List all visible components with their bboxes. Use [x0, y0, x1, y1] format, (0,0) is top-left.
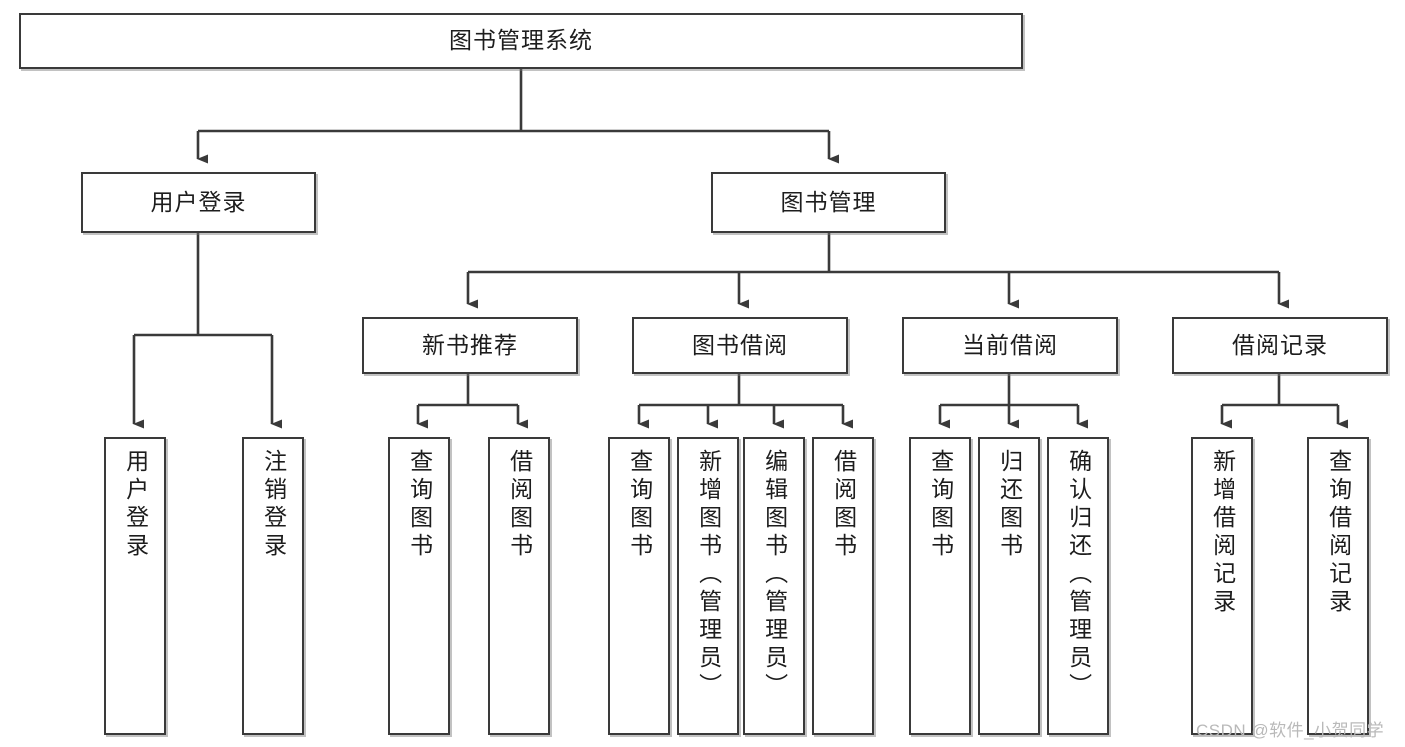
- node-borrow-record-label: 借阅记录: [1232, 331, 1328, 358]
- node-leaf-confirm-return-label: 确认归还（管理员）: [1065, 449, 1092, 701]
- node-book-management[interactable]: 图书管理: [711, 172, 946, 233]
- node-leaf-user-login[interactable]: 用户登录: [104, 437, 166, 735]
- node-leaf-user-logout[interactable]: 注销登录: [242, 437, 304, 735]
- node-leaf-query-book-3-label: 查询图书: [927, 449, 954, 561]
- node-leaf-borrow-book-1-label: 借阅图书: [506, 449, 533, 561]
- node-leaf-add-record[interactable]: 新增借阅记录: [1191, 437, 1253, 735]
- node-leaf-return-book-label: 归还图书: [996, 449, 1023, 561]
- node-leaf-query-record[interactable]: 查询借阅记录: [1307, 437, 1369, 735]
- node-leaf-add-book-label: 新增图书（管理员）: [695, 449, 722, 701]
- node-leaf-add-book[interactable]: 新增图书（管理员）: [677, 437, 739, 735]
- node-leaf-borrow-book-2-label: 借阅图书: [830, 449, 857, 561]
- node-book-borrow-label: 图书借阅: [692, 331, 788, 358]
- node-leaf-query-book-1[interactable]: 查询图书: [388, 437, 450, 735]
- node-leaf-user-login-label: 用户登录: [122, 449, 149, 561]
- node-user-login-label: 用户登录: [150, 188, 247, 215]
- node-leaf-add-record-label: 新增借阅记录: [1209, 449, 1236, 617]
- node-leaf-query-book-2-label: 查询图书: [626, 449, 653, 561]
- node-new-book-recommend-label: 新书推荐: [422, 331, 518, 358]
- node-leaf-return-book[interactable]: 归还图书: [978, 437, 1040, 735]
- node-book-management-label: 图书管理: [780, 188, 877, 215]
- node-leaf-borrow-book-1[interactable]: 借阅图书: [488, 437, 550, 735]
- node-leaf-user-logout-label: 注销登录: [260, 449, 287, 561]
- node-leaf-query-book-3[interactable]: 查询图书: [909, 437, 971, 735]
- csdn-watermark: CSDN @软件_小贺同学: [1196, 721, 1385, 740]
- node-borrow-record[interactable]: 借阅记录: [1172, 317, 1388, 374]
- node-leaf-confirm-return[interactable]: 确认归还（管理员）: [1047, 437, 1109, 735]
- node-new-book-recommend[interactable]: 新书推荐: [362, 317, 578, 374]
- node-root[interactable]: 图书管理系统: [19, 13, 1023, 69]
- node-book-borrow[interactable]: 图书借阅: [632, 317, 848, 374]
- node-leaf-edit-book[interactable]: 编辑图书（管理员）: [743, 437, 805, 735]
- node-leaf-query-book-2[interactable]: 查询图书: [608, 437, 670, 735]
- node-user-login[interactable]: 用户登录: [81, 172, 316, 233]
- node-current-borrow-label: 当前借阅: [962, 331, 1058, 358]
- node-root-label: 图书管理系统: [449, 27, 593, 54]
- node-leaf-query-book-1-label: 查询图书: [406, 449, 433, 561]
- node-leaf-edit-book-label: 编辑图书（管理员）: [761, 449, 788, 701]
- node-current-borrow[interactable]: 当前借阅: [902, 317, 1118, 374]
- node-leaf-borrow-book-2[interactable]: 借阅图书: [812, 437, 874, 735]
- node-leaf-query-record-label: 查询借阅记录: [1325, 449, 1352, 617]
